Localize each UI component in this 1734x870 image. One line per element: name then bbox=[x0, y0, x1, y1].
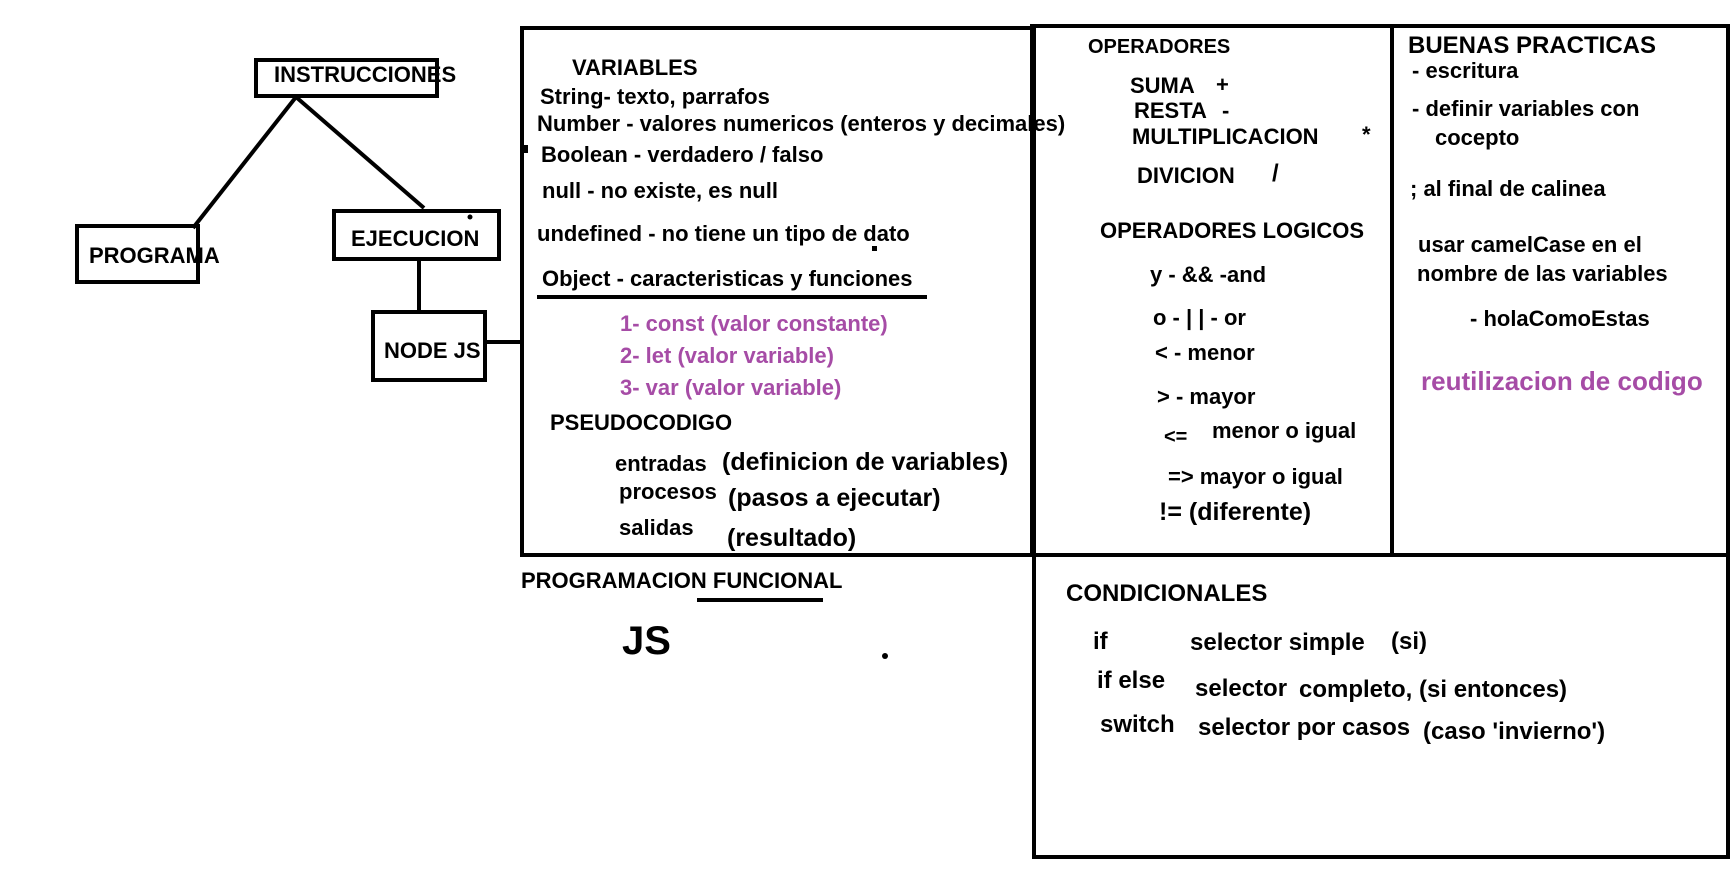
connector-root-ejecucion bbox=[294, 95, 426, 210]
practica-escritura: - escritura bbox=[1412, 58, 1519, 83]
practica-punto-coma: ; al final de calinea bbox=[1410, 176, 1606, 201]
cond-ifelse-keyword: if else bbox=[1097, 667, 1166, 694]
dot-mark bbox=[882, 653, 888, 659]
node-js-label: NODE JS bbox=[384, 338, 481, 363]
practica-nombre-variables: nombre de las variables bbox=[1417, 261, 1668, 286]
declaration-let: 2- let (valor variable) bbox=[620, 343, 834, 368]
logico-and: y - && -and bbox=[1150, 262, 1267, 287]
programacion-funcional-label: PROGRAMACION FUNCIONAL bbox=[521, 568, 843, 593]
practica-camelcase: usar camelCase en el bbox=[1418, 232, 1642, 257]
op-multiplicacion-symbol: * bbox=[1362, 122, 1371, 147]
practica-reutilizacion: reutilizacion de codigo bbox=[1421, 366, 1703, 396]
cond-ifelse-desc2: completo, (si entonces) bbox=[1299, 676, 1568, 703]
variable-type-null: null - no existe, es null bbox=[542, 178, 778, 203]
variables-title: VARIABLES bbox=[572, 55, 698, 80]
variable-type-boolean: Boolean - verdadero / falso bbox=[541, 142, 824, 167]
op-suma-symbol: + bbox=[1216, 72, 1229, 97]
cond-switch-note: (caso 'invierno') bbox=[1423, 718, 1606, 745]
pseudo-procesos-label: procesos bbox=[619, 479, 717, 504]
dot-mark bbox=[872, 246, 877, 251]
op-division: DIVICION bbox=[1137, 163, 1235, 188]
cond-if-keyword: if bbox=[1093, 628, 1108, 655]
pseudo-entradas-label: entradas bbox=[615, 451, 707, 476]
object-underline bbox=[537, 295, 927, 299]
cond-switch-keyword: switch bbox=[1100, 711, 1175, 738]
logico-diferente: != (diferente) bbox=[1159, 498, 1312, 526]
declaration-var: 3- var (valor variable) bbox=[620, 375, 842, 400]
ejecucion-node bbox=[332, 209, 501, 261]
op-division-symbol: / bbox=[1272, 160, 1279, 187]
variable-type-number: Number - valores numericos (enteros y de… bbox=[537, 111, 1066, 136]
dot-mark bbox=[467, 214, 473, 220]
logico-mayor: > - mayor bbox=[1157, 384, 1256, 409]
cond-if-note: (si) bbox=[1391, 628, 1427, 655]
logico-mayor-igual: => mayor o igual bbox=[1168, 464, 1343, 489]
variable-type-string: String- texto, parrafos bbox=[540, 84, 770, 109]
variable-type-undefined: undefined - no tiene un tipo de dato bbox=[537, 221, 910, 246]
cond-ifelse-desc: selector bbox=[1195, 675, 1288, 702]
condicionales-panel bbox=[1032, 553, 1730, 859]
op-suma: SUMA bbox=[1130, 73, 1195, 98]
cond-switch-desc: selector por casos bbox=[1198, 714, 1411, 741]
practica-definir-variables: - definir variables con bbox=[1412, 96, 1640, 121]
instrucciones-label: INSTRUCCIONES bbox=[274, 62, 457, 87]
variable-type-object: Object - caracteristicas y funciones bbox=[542, 266, 913, 291]
pseudo-entradas-desc: (definicion de variables) bbox=[722, 448, 1009, 476]
operadores-title: OPERADORES bbox=[1088, 36, 1231, 58]
pseudo-procesos-desc: (pasos a ejecutar) bbox=[728, 484, 941, 512]
logico-le-symbol: <= bbox=[1164, 426, 1188, 448]
declaration-const: 1- const (valor constante) bbox=[620, 311, 888, 336]
op-multiplicacion: MULTIPLICACION bbox=[1132, 124, 1319, 149]
programa-node bbox=[75, 224, 200, 284]
funcional-underline bbox=[697, 598, 823, 602]
connector-root-programa bbox=[191, 95, 298, 230]
buenas-practicas-title: BUENAS PRACTICAS bbox=[1408, 32, 1657, 59]
logicos-title: OPERADORES LOGICOS bbox=[1100, 218, 1365, 243]
op-resta-symbol: - bbox=[1222, 98, 1230, 123]
instrucciones-node bbox=[254, 58, 439, 98]
node-js-node bbox=[371, 310, 487, 382]
ejecucion-label: EJECUCION bbox=[351, 226, 480, 251]
programa-label: PROGRAMA bbox=[89, 243, 220, 268]
pseudocodigo-title: PSEUDOCODIGO bbox=[550, 410, 733, 435]
practica-ejemplo-camelcase: - holaComoEstas bbox=[1470, 306, 1650, 331]
logico-menor-igual: menor o igual bbox=[1212, 418, 1357, 443]
cond-if-desc: selector simple bbox=[1190, 629, 1365, 656]
condicionales-title: CONDICIONALES bbox=[1066, 580, 1268, 607]
pseudo-salidas-desc: (resultado) bbox=[727, 524, 857, 552]
js-label: JS bbox=[622, 619, 671, 663]
op-resta: RESTA bbox=[1134, 98, 1207, 123]
logico-menor: < - menor bbox=[1155, 340, 1255, 365]
practica-cocepto: cocepto bbox=[1435, 125, 1520, 150]
variables-panel bbox=[520, 26, 1036, 557]
margin-tick bbox=[524, 145, 528, 153]
logico-or: o - | | - or bbox=[1153, 305, 1246, 330]
pseudo-salidas-label: salidas bbox=[619, 515, 694, 540]
